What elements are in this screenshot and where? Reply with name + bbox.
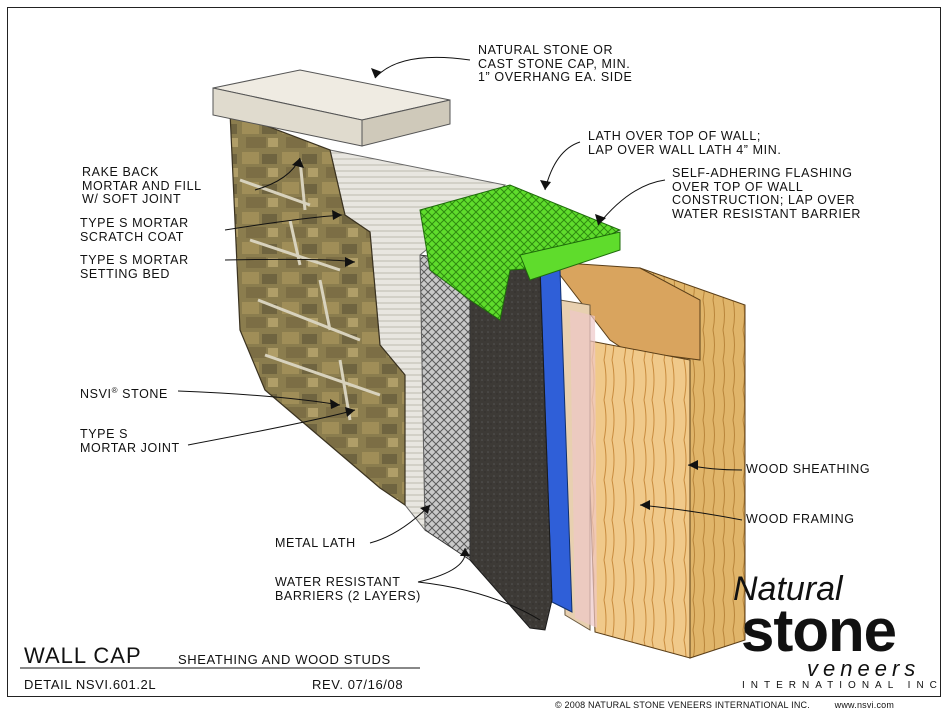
stone-suffix: STONE — [118, 387, 168, 402]
framing-callout: WOOD FRAMING — [746, 512, 855, 527]
cap-stone — [212, 69, 451, 147]
lath-top-line-2: LAP OVER WALL LATH 4” MIN. — [588, 142, 782, 157]
sheet-border — [7, 7, 941, 697]
arrow-heads — [292, 68, 698, 556]
mortar-joint-line-1: TYPE S — [80, 427, 129, 441]
revision-date: REV. 07/16/08 — [312, 677, 404, 692]
cap-callout-line-3: 1” OVERHANG EA. SIDE — [478, 70, 633, 84]
scratch-coat-callout: TYPE S MORTAR SCRATCH COAT — [80, 216, 189, 244]
rake-back-line-2: MORTAR AND FILL — [82, 178, 202, 193]
sheathing-callout: WOOD SHEATHING — [746, 462, 871, 477]
detail-number: DETAIL NSVI.601.2L — [24, 677, 157, 692]
logo-line-2: stone — [741, 597, 897, 664]
setting-bed-callout: TYPE S MORTAR SETTING BED — [80, 253, 189, 281]
rake-back-line-1: RAKE BACK — [82, 165, 159, 179]
metal-lath-layer — [419, 254, 471, 561]
flashing-line-2: OVER TOP OF WALL — [672, 179, 804, 194]
mortar-joint-line-2: MORTAR JOINT — [80, 440, 180, 455]
mortar-joint-callout: TYPE S MORTAR JOINT — [80, 427, 180, 455]
scratch-line-1: TYPE S MORTAR — [80, 216, 189, 230]
flashing-callout: SELF-ADHERING FLASHING OVER TOP OF WALL … — [672, 166, 862, 221]
logo-line-4: INTERNATIONAL INC — [742, 680, 943, 691]
setting-bed-line-2: SETTING BED — [80, 266, 170, 281]
setting-bed-line-1: TYPE S MORTAR — [80, 253, 189, 267]
lath-top-callout: LATH OVER TOP OF WALL; LAP OVER WALL LAT… — [588, 129, 782, 157]
wrb-callout: WATER RESISTANT BARRIERS (2 Layers) — [275, 575, 421, 603]
sheathing-text: WOOD SHEATHING — [746, 462, 871, 476]
wood-framing — [548, 261, 701, 659]
stone-veneer — [229, 111, 406, 507]
metal-lath-text: METAL LATH — [275, 536, 356, 550]
drawing-subtitle: SHEATHING AND WOOD STUDS — [178, 652, 391, 667]
logo-line-3: veneers — [807, 656, 921, 681]
rake-back-callout: RAKE BACK MORTAR AND FILL W/ SOFT JOINT — [82, 165, 202, 207]
stone-prefix: NSVI — [80, 387, 112, 402]
logo-line-1: Natural — [733, 570, 843, 608]
wrb-line-1: WATER RESISTANT — [275, 575, 401, 589]
scratch-line-2: SCRATCH COAT — [80, 229, 184, 244]
dark-barrier — [459, 264, 553, 631]
footer: © 2008 NATURAL STONE VENEERS INTERNATION… — [555, 700, 894, 710]
company-logo: Natural stone veneers — [733, 570, 933, 685]
metal-lath-callout: METAL LATH — [275, 536, 356, 551]
website-link[interactable]: www.nsvi.com — [834, 700, 895, 710]
flashing-line-1: SELF-ADHERING FLASHING — [672, 166, 853, 180]
stone-callout: NSVI® STONE — [80, 384, 168, 402]
rake-back-line-3: W/ SOFT JOINT — [82, 192, 182, 206]
green-flashing — [419, 184, 622, 321]
flashing-line-3: CONSTRUCTION; LAP OVER — [672, 193, 856, 207]
cap-callout: NATURAL STONE OR CAST STONE CAP, MIN. 1”… — [478, 43, 633, 85]
cap-callout-line-1: NATURAL STONE OR — [478, 43, 614, 57]
wrb-line-2: BARRIERS (2 Layers) — [275, 588, 421, 603]
registered-mark: ® — [111, 386, 119, 395]
lath-top-line-1: LATH OVER TOP OF WALL; — [588, 129, 761, 143]
copyright-text: © 2008 NATURAL STONE VENEERS INTERNATION… — [555, 700, 810, 710]
drawing-title: WALL CAP — [24, 643, 142, 668]
cap-callout-line-2: CAST STONE CAP, MIN. — [478, 56, 631, 71]
framing-text: WOOD FRAMING — [746, 512, 855, 526]
flashing-line-4: WATER RESISTANT BARRIER — [672, 206, 862, 221]
